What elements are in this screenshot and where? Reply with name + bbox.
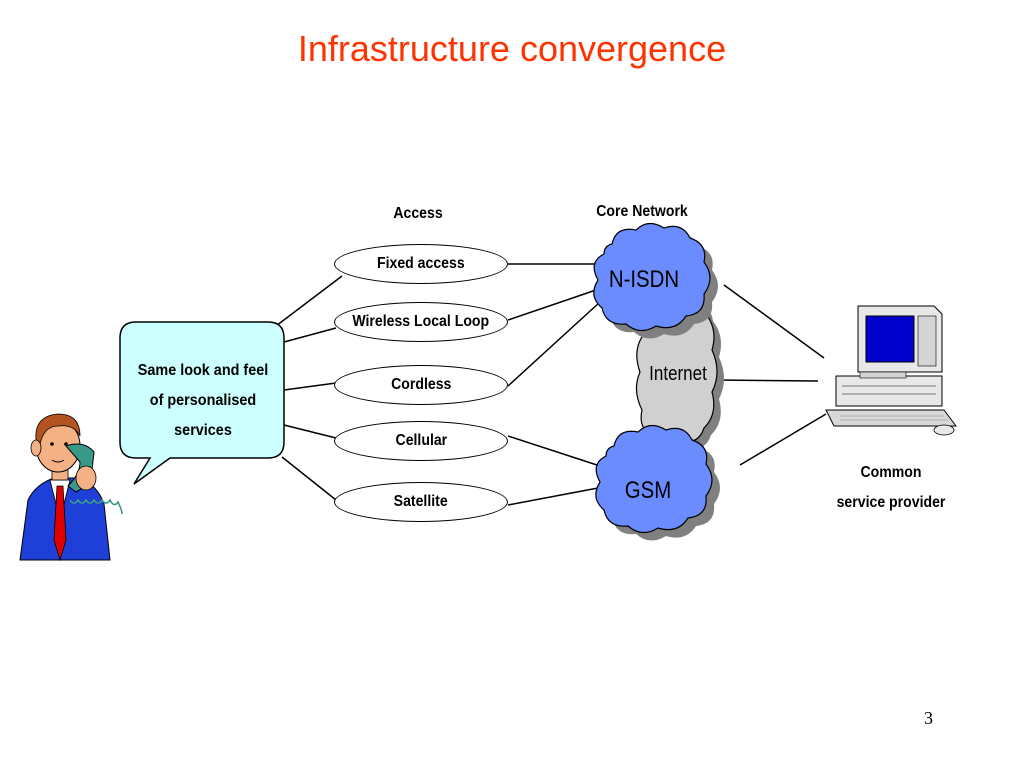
- connector-fixed: [275, 275, 343, 327]
- speech-bubble: [119, 321, 285, 485]
- provider-label: Common service provider: [820, 458, 963, 518]
- core-connectors: [507, 263, 601, 506]
- provider-line-1: Common: [860, 464, 922, 481]
- provider-line-2: service provider: [836, 494, 946, 511]
- connector-wll: [283, 327, 337, 343]
- access-label-cellular: Cellular: [395, 432, 447, 449]
- connector-cellular: [283, 424, 337, 439]
- connector-satellite: [281, 456, 337, 501]
- access-oval-wll: Wireless Local Loop: [334, 302, 508, 342]
- access-oval-fixed: Fixed access: [334, 244, 508, 284]
- page-number: 3: [924, 708, 933, 728]
- access-oval-cellular: Cellular: [334, 421, 508, 461]
- n-isdn-label: N-ISDN: [608, 266, 680, 293]
- man-on-telephone-icon: [19, 413, 123, 562]
- connector-cordless: [283, 382, 337, 391]
- n-isdn-cloud: [593, 222, 718, 339]
- gsm-label: GSM: [624, 477, 672, 504]
- bubble-line-1: Same look and feel: [137, 362, 269, 379]
- gsm-cloud: [595, 424, 720, 541]
- desktop-computer-icon: [825, 305, 957, 436]
- link-cellular-gsm: [507, 435, 601, 467]
- access-label-wll: Wireless Local Loop: [352, 313, 490, 330]
- access-label-fixed: Fixed access: [377, 255, 465, 272]
- bubble-line-2: of personalised: [149, 392, 257, 409]
- core-network-header: Core Network: [596, 203, 688, 220]
- access-label-satellite: Satellite: [393, 493, 448, 510]
- link-nisdn-provider: [723, 284, 825, 359]
- internet-label: Internet: [649, 363, 707, 385]
- provider-connectors: [715, 284, 827, 466]
- bubble-line-3: services: [174, 422, 232, 439]
- access-oval-satellite: Satellite: [334, 482, 508, 522]
- link-cordless-nisdn: [507, 301, 601, 387]
- link-gsm-provider: [739, 413, 827, 466]
- bubble-text: Same look and feel of personalised servi…: [130, 356, 276, 446]
- bubble-connectors: [275, 275, 343, 501]
- link-satellite-gsm: [507, 487, 599, 506]
- link-internet-provider: [715, 379, 819, 382]
- slide-title: Infrastructure convergence: [297, 28, 727, 69]
- access-label-cordless: Cordless: [390, 376, 452, 393]
- access-header: Access: [393, 205, 443, 222]
- link-wll-nisdn: [507, 289, 597, 321]
- access-oval-cordless: Cordless: [334, 365, 508, 405]
